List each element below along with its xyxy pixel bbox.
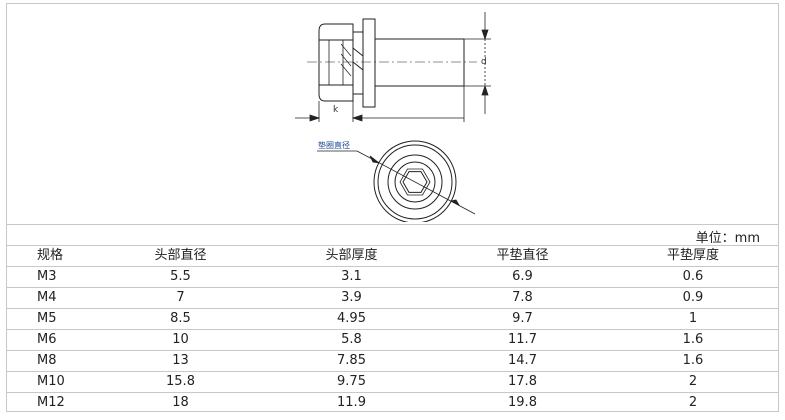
dimension-d <box>464 12 491 114</box>
cell-head-diameter: 15.8 <box>95 371 266 393</box>
cell-head-thickness: 11.9 <box>266 392 437 413</box>
label-k: k <box>333 105 339 115</box>
cell-washer-thickness: 0.9 <box>608 287 778 309</box>
cell-washer-diameter: 17.8 <box>437 371 608 393</box>
header-head-thickness: 头部厚度 <box>266 245 437 267</box>
cell-head-thickness: 4.95 <box>266 308 437 330</box>
cell-washer-diameter: 19.8 <box>437 392 608 413</box>
cell-washer-diameter: 9.7 <box>437 308 608 330</box>
cell-head-diameter: 8.5 <box>95 308 266 330</box>
table-row: M12 18 11.9 19.8 2 <box>7 392 778 413</box>
cell-head-diameter: 18 <box>95 392 266 413</box>
header-washer-thickness: 平垫厚度 <box>608 245 778 267</box>
cell-spec: M5 <box>7 308 95 330</box>
header-spec: 规格 <box>7 245 95 267</box>
cell-head-thickness: 3.1 <box>266 266 437 288</box>
cell-spec: M3 <box>7 266 95 288</box>
table-row: M10 15.8 9.75 17.8 2 <box>7 371 778 393</box>
table-row: M8 13 7.85 14.7 1.6 <box>7 350 778 372</box>
cell-washer-thickness: 0.6 <box>608 266 778 288</box>
spec-sheet-frame: d k 垫圈直径 单位：mm <box>6 3 779 413</box>
cell-spec: M8 <box>7 350 95 372</box>
cell-spec: M12 <box>7 392 95 413</box>
cell-washer-thickness: 1.6 <box>608 350 778 372</box>
table-row: M5 8.5 4.95 9.7 1 <box>7 308 778 330</box>
cell-washer-thickness: 1.6 <box>608 329 778 351</box>
header-head-diameter: 头部直径 <box>95 245 266 267</box>
cell-head-diameter: 5.5 <box>95 266 266 288</box>
table-row: M3 5.5 3.1 6.9 0.6 <box>7 266 778 288</box>
cell-washer-thickness: 1 <box>608 308 778 330</box>
label-d: d <box>481 57 487 67</box>
screw-technical-drawing: d k 垫圈直径 <box>295 12 491 222</box>
cell-washer-diameter: 11.7 <box>437 329 608 351</box>
cell-head-thickness: 9.75 <box>266 371 437 393</box>
cell-spec: M10 <box>7 371 95 393</box>
cell-spec: M4 <box>7 287 95 309</box>
cell-washer-thickness: 2 <box>608 392 778 413</box>
screw-front-view <box>373 140 457 222</box>
table-row: M4 7 3.9 7.8 0.9 <box>7 287 778 309</box>
cell-spec: M6 <box>7 329 95 351</box>
table-header-row: 规格 头部直径 头部厚度 平垫直径 平垫厚度 <box>7 245 778 267</box>
table-row: M6 10 5.8 11.7 1.6 <box>7 329 778 351</box>
cell-washer-diameter: 6.9 <box>437 266 608 288</box>
label-washer-diameter: 垫圈直径 <box>318 140 350 150</box>
spec-table: 规格 头部直径 头部厚度 平垫直径 平垫厚度 M3 5.5 3.1 6.9 0.… <box>7 245 778 413</box>
unit-label: 单位：mm <box>695 231 760 246</box>
unit-row: 单位：mm <box>7 224 778 246</box>
cell-head-diameter: 7 <box>95 287 266 309</box>
washer-diameter-leader <box>317 150 476 215</box>
header-washer-diameter: 平垫直径 <box>437 245 608 267</box>
cell-washer-diameter: 14.7 <box>437 350 608 372</box>
cell-head-thickness: 7.85 <box>266 350 437 372</box>
cell-head-diameter: 10 <box>95 329 266 351</box>
cell-washer-thickness: 2 <box>608 371 778 393</box>
cell-washer-diameter: 7.8 <box>437 287 608 309</box>
dimension-k <box>295 86 465 122</box>
cell-head-diameter: 13 <box>95 350 266 372</box>
cell-head-thickness: 5.8 <box>266 329 437 351</box>
screw-side-view <box>307 18 477 108</box>
cell-head-thickness: 3.9 <box>266 287 437 309</box>
